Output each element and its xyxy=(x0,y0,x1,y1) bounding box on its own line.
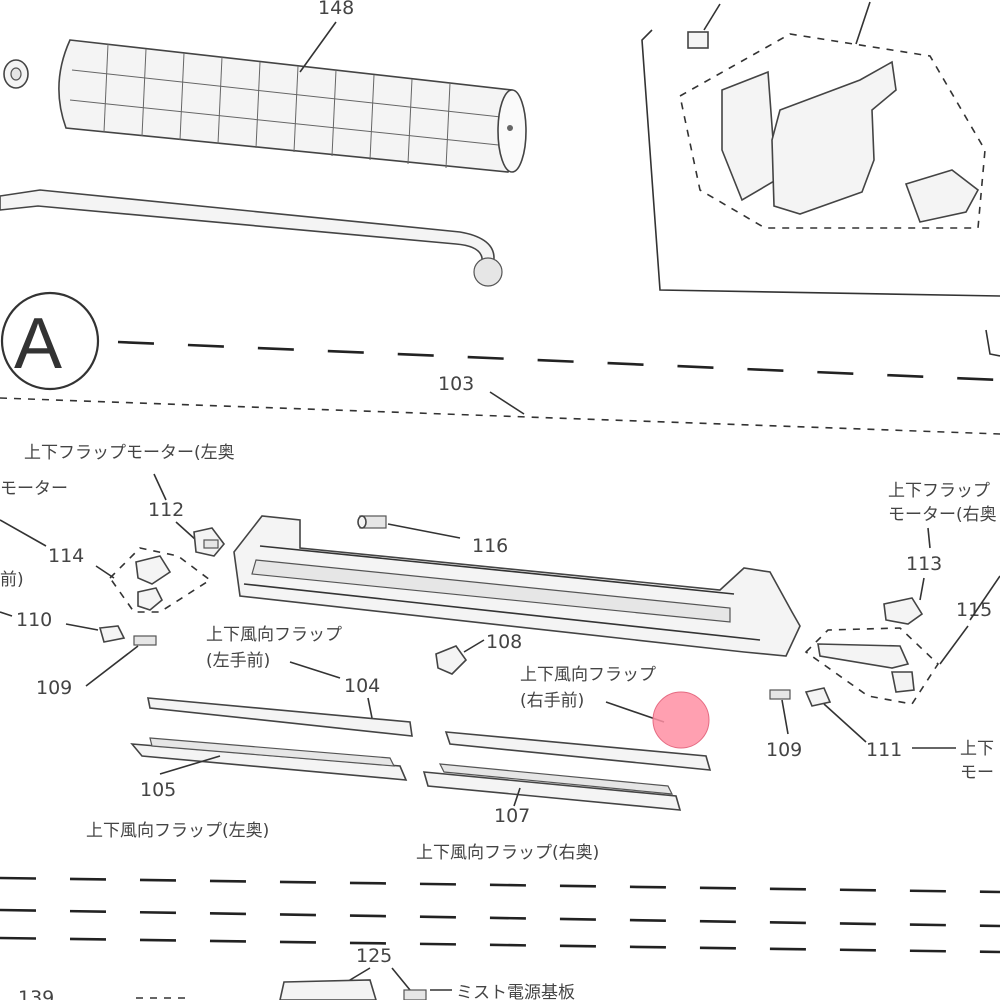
label-flap-left-front-2: (左手前) xyxy=(206,651,270,671)
label-right-cut-2: モー xyxy=(960,763,994,783)
part-number-116: 116 xyxy=(472,535,508,557)
part-number-113: 113 xyxy=(906,553,942,575)
cross-flow-fan[interactable] xyxy=(58,39,527,173)
label-motor-left-rear: 上下フラップモーター(左奥 xyxy=(24,443,235,463)
part-number-110: 110 xyxy=(16,609,52,631)
label-motor-right-2: モーター(右奥 xyxy=(888,505,997,525)
mist-power-board-part[interactable] xyxy=(279,979,427,1000)
control-box-parts[interactable] xyxy=(721,60,980,223)
label-mist-board: ミスト電源基板 xyxy=(456,983,575,1000)
part-number-109-left: 109 xyxy=(36,677,72,699)
part-number-114: 114 xyxy=(48,545,84,567)
vertical-flap-right-front[interactable] xyxy=(444,731,712,771)
vertical-flap-right-rear[interactable] xyxy=(422,763,682,811)
flap-motor-left-rear[interactable] xyxy=(193,527,226,557)
label-motor-left-cut: モーター xyxy=(0,479,68,499)
vertical-flap-left-rear[interactable] xyxy=(130,737,408,781)
flap-motor-left-assembly[interactable] xyxy=(135,555,172,611)
label-flap-left-rear: 上下風向フラップ(左奥) xyxy=(86,821,269,841)
part-number-148: 148 xyxy=(318,0,354,19)
part-number-125: 125 xyxy=(356,945,392,967)
part-108[interactable] xyxy=(435,645,468,675)
label-flap-right-rear: 上下風向フラップ(右奥) xyxy=(416,843,599,863)
screw-109-right[interactable] xyxy=(769,689,791,700)
label-left-front-cut: 前) xyxy=(0,570,24,590)
small-connector-part[interactable] xyxy=(687,31,709,49)
screw-109-left[interactable] xyxy=(133,635,157,646)
screw-116[interactable] xyxy=(357,515,387,529)
label-right-cut-1: 上下 xyxy=(960,739,994,759)
part-number-104: 104 xyxy=(344,675,380,697)
fan-bearing[interactable] xyxy=(3,59,29,89)
section-a-marker: A xyxy=(0,291,100,391)
highlight-marker[interactable] xyxy=(652,691,710,749)
part-number-107: 107 xyxy=(494,805,530,827)
part-number-109-right: 109 xyxy=(766,739,802,761)
label-motor-right-1: 上下フラップ xyxy=(888,481,990,501)
part-number-112: 112 xyxy=(148,499,184,521)
part-number-111: 111 xyxy=(866,739,902,761)
flap-motor-right-assembly[interactable] xyxy=(817,643,915,693)
vertical-flap-left-front[interactable] xyxy=(147,697,413,737)
part-number-139: 139 xyxy=(18,987,54,1000)
motor-connector-111[interactable] xyxy=(804,687,832,707)
motor-connector-110[interactable] xyxy=(98,625,126,643)
flap-frame-assembly[interactable] xyxy=(233,515,801,657)
svg-text:A: A xyxy=(14,304,62,384)
label-flap-left-front-1: 上下風向フラップ xyxy=(206,625,342,645)
part-number-105: 105 xyxy=(140,779,176,801)
label-flap-right-front-1: 上下風向フラップ xyxy=(520,665,656,685)
label-flap-right-front-2: (右手前) xyxy=(520,691,584,711)
part-number-103: 103 xyxy=(438,373,474,395)
top-right-assembly-group xyxy=(641,1,1000,297)
part-number-108: 108 xyxy=(486,631,522,653)
drain-pipe[interactable] xyxy=(0,189,503,287)
flap-motor-right-rear[interactable] xyxy=(883,597,924,625)
part-number-115: 115 xyxy=(956,599,992,621)
